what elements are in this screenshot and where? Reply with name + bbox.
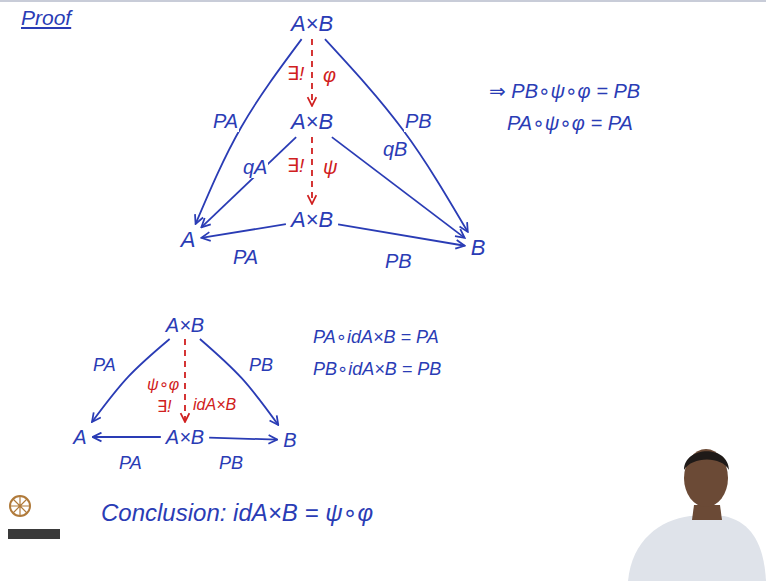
logo-spokes bbox=[10, 496, 30, 516]
morphism-arrow bbox=[325, 39, 468, 232]
morphism-arrow bbox=[93, 436, 161, 438]
object-label: A bbox=[181, 228, 196, 252]
logo-wheel bbox=[10, 496, 30, 516]
object-node: A×B bbox=[288, 109, 336, 135]
object-label: B bbox=[283, 429, 296, 451]
uniqueness-mark: ∃! bbox=[156, 398, 173, 416]
equation: PA∘idA×B = PA bbox=[312, 328, 440, 348]
object-label: B bbox=[471, 236, 486, 260]
object-node: B bbox=[280, 428, 299, 452]
morphism-arrow bbox=[209, 438, 277, 440]
equation: PB∘idA×B = PB bbox=[312, 360, 442, 380]
morphism-label: PA bbox=[212, 110, 239, 132]
object-node: A×B bbox=[288, 207, 336, 233]
composite-label: ψ∘φ bbox=[146, 376, 180, 394]
morphism-label: qB bbox=[382, 138, 408, 160]
lecturer-shirt bbox=[628, 516, 766, 581]
slide-title: Proof bbox=[20, 6, 72, 29]
object-label: A bbox=[73, 426, 86, 448]
equation: ⇒ PB∘ψ∘φ = PB bbox=[488, 80, 641, 102]
morphism-arrow bbox=[311, 39, 313, 106]
equation: PA∘ψ∘φ = PA bbox=[506, 112, 634, 134]
morphism-label: PB bbox=[218, 454, 244, 474]
lecturer-figure bbox=[628, 449, 766, 581]
object-node: A×B bbox=[163, 425, 207, 449]
morphism-arrow bbox=[201, 137, 296, 227]
morphism-label: idA×B bbox=[192, 396, 237, 414]
morphism-label: PA bbox=[232, 246, 259, 268]
object-label: A×B bbox=[291, 110, 333, 134]
morphism-arrow bbox=[332, 137, 465, 238]
morphism-label: ψ bbox=[322, 156, 339, 178]
object-label: A×B bbox=[166, 426, 204, 448]
object-label: A×B bbox=[166, 314, 204, 336]
morphism-label: qA bbox=[242, 156, 268, 178]
morphism-arrow bbox=[201, 224, 286, 238]
logo-bar bbox=[8, 529, 60, 539]
object-node: A bbox=[178, 227, 199, 253]
lecturer-neck bbox=[692, 505, 722, 520]
object-label: A×B bbox=[291, 208, 333, 232]
morphism-label: PB bbox=[404, 110, 433, 132]
morphism-arrow bbox=[184, 339, 186, 422]
morphism-label: PB bbox=[248, 356, 274, 376]
lecturer-head bbox=[684, 449, 728, 507]
object-node: A×B bbox=[163, 313, 207, 337]
lecturer-hair bbox=[684, 451, 729, 470]
morphism-arrow bbox=[338, 224, 465, 245]
morphism-arrow bbox=[311, 137, 313, 204]
uniqueness-mark: ∃! bbox=[286, 64, 305, 85]
nptel-logo bbox=[8, 496, 60, 539]
morphism-label: PA bbox=[118, 454, 143, 474]
object-node: A×B bbox=[288, 11, 336, 37]
morphism-label: PB bbox=[384, 250, 413, 272]
top-rule bbox=[0, 0, 766, 2]
morphism-label: PA bbox=[92, 356, 117, 376]
uniqueness-mark: ∃! bbox=[286, 156, 305, 177]
object-label: A×B bbox=[291, 12, 333, 36]
morphism-label: φ bbox=[322, 64, 337, 86]
object-node: A bbox=[70, 425, 89, 449]
object-node: B bbox=[468, 235, 489, 261]
conclusion: Conclusion: idA×B = ψ∘φ bbox=[100, 500, 374, 526]
